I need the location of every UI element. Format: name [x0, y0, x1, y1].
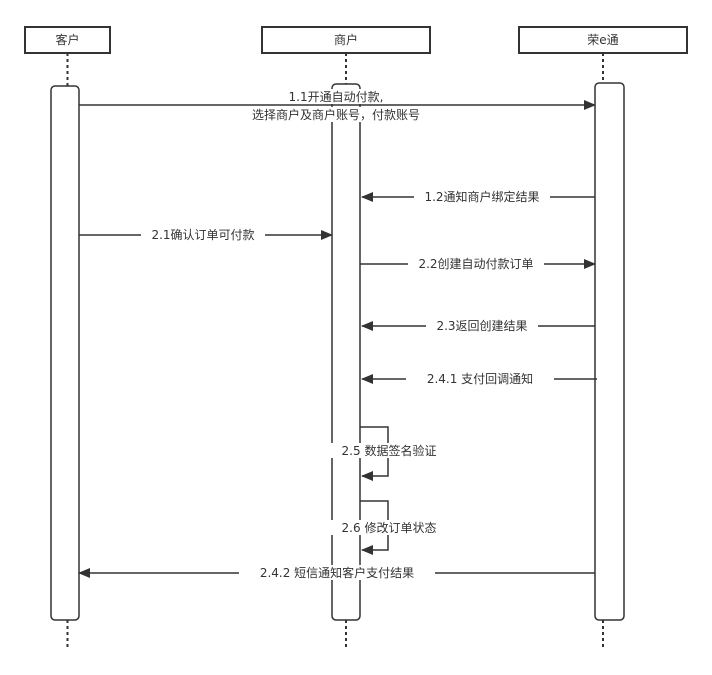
message-m2-5: 2.5 数据签名验证: [327, 426, 451, 481]
activation-bar: [594, 82, 625, 621]
message-label: 选择商户及商户账号，付款账号: [252, 107, 420, 122]
participant-label: 客户: [55, 32, 79, 47]
message-m1-2: 1.2通知商户绑定结果: [361, 189, 595, 204]
label-background: [327, 520, 451, 535]
message-label: 2.4.2 短信通知客户支付结果: [260, 565, 414, 580]
message-label: 2.4.1 支付回调通知: [427, 372, 533, 386]
message-m2-2: 2.2创建自动付款订单: [360, 256, 596, 271]
message-label: 2.3返回创建结果: [436, 319, 527, 333]
participant-customer: 客户: [24, 26, 111, 647]
participant-label: 荣e通: [587, 33, 618, 47]
message-label: 2.2创建自动付款订单: [418, 257, 533, 271]
activation-bar: [331, 83, 361, 621]
message-label: 2.1确认订单可付款: [151, 228, 254, 242]
message-label: 2.6 修改订单状态: [342, 520, 437, 535]
label-background: [141, 227, 265, 242]
message-m2-4-2: 2.4.2 短信通知客户支付结果: [78, 565, 595, 580]
label-background: [408, 256, 544, 271]
participant-box: [518, 26, 688, 54]
participant-box: [24, 26, 111, 54]
message-m2-3: 2.3返回创建结果: [361, 318, 595, 333]
message-label: 1.1开通自动付款,: [289, 90, 384, 104]
activation-bar: [50, 85, 80, 621]
participant-merchant: 商户: [261, 26, 431, 647]
label-background: [239, 565, 435, 580]
participant-box: [261, 26, 431, 54]
message-label: 2.5 数据签名验证: [342, 443, 437, 458]
label-background: [274, 89, 398, 104]
message-m1-1: 1.1开通自动付款, 选择商户及商户账号，付款账号: [79, 89, 596, 122]
label-background: [406, 371, 554, 386]
label-background: [250, 107, 422, 122]
message-m2-4-1: 2.4.1 支付回调通知: [361, 371, 597, 386]
label-background: [426, 318, 538, 333]
message-m2-6: 2.6 修改订单状态: [327, 500, 451, 555]
label-background: [414, 189, 550, 204]
participant-rongetong: 荣e通: [518, 26, 688, 647]
message-label: 1.2通知商户绑定结果: [424, 189, 539, 204]
participant-label: 商户: [334, 32, 358, 47]
label-background: [327, 443, 451, 458]
message-m2-1: 2.1确认订单可付款: [79, 227, 333, 242]
